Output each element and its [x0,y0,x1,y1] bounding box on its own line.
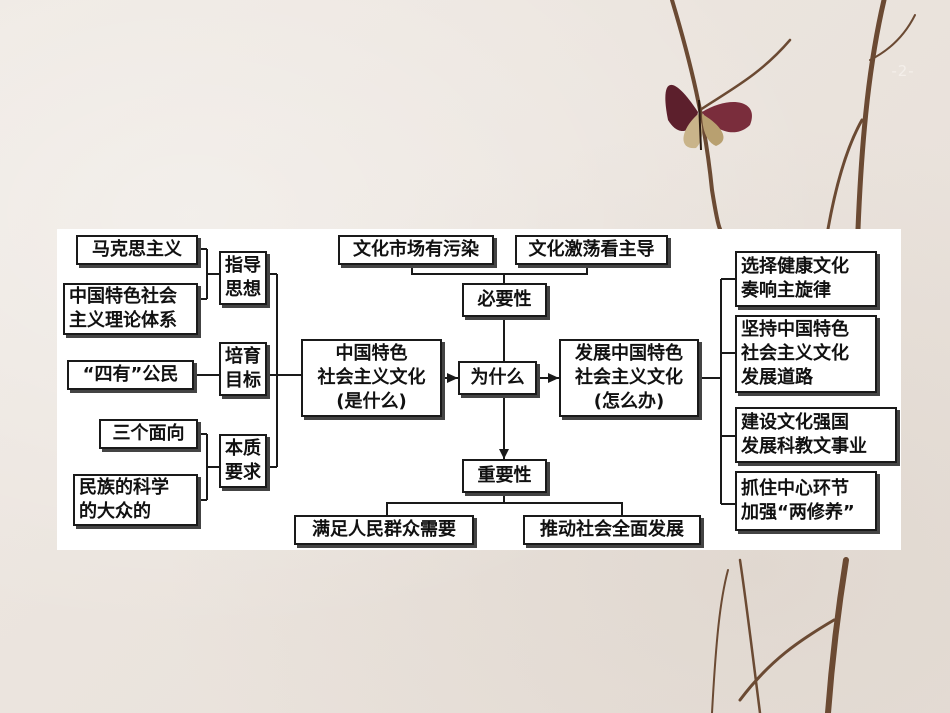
node-promote-development: 推动社会全面发展 [523,515,701,545]
node-four-haves: “四有”公民 [67,360,194,390]
node-healthy-culture: 选择健康文化 奏响主旋律 [735,251,877,307]
node-what-culture: 中国特色 社会主义文化 (是什么) [301,339,442,417]
node-central-link: 抓住中心环节 加强“两修养” [735,471,877,531]
butterfly-icon [665,84,752,151]
node-guide-thought: 指导 思想 [219,251,267,305]
node-importance: 重要性 [462,459,547,493]
node-essential-requirements: 本质 要求 [219,434,267,488]
node-culture-agitation: 文化激荡看主导 [515,235,668,265]
node-how-develop: 发展中国特色 社会主义文化 (怎么办) [559,339,699,417]
node-cultivation-goal: 培育 目标 [219,342,267,396]
node-three-orientations: 三个面向 [99,419,198,449]
node-marxism: 马克思主义 [76,235,198,265]
diagram-panel: 马克思主义 中国特色社会 主义理论体系 指导 思想 “四有”公民 培育 目标 三… [57,229,901,550]
node-market-pollution: 文化市场有污染 [338,235,494,265]
node-national-scientific: 民族的科学 的大众的 [73,474,198,526]
node-cultural-power: 建设文化强国 发展科教文事业 [735,407,897,463]
node-necessity: 必要性 [462,283,547,317]
node-socialism-theory: 中国特色社会 主义理论体系 [63,283,198,335]
node-why: 为什么 [458,361,537,395]
page-number: -2- [891,62,915,80]
connector-lines [193,248,735,515]
node-meet-needs: 满足人民群众需要 [294,515,474,545]
node-socialist-path: 坚持中国特色 社会主义文化 发展道路 [735,315,877,393]
